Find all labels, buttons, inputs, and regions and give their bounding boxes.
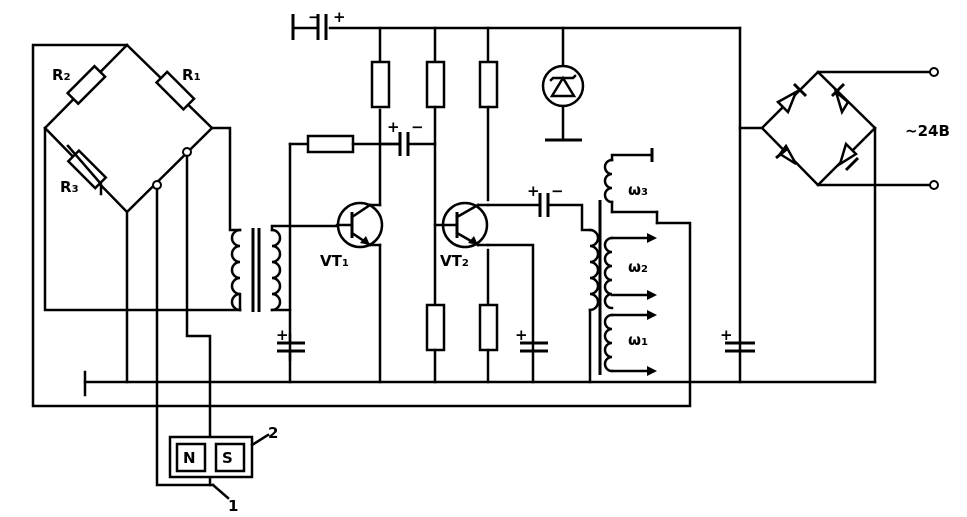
capacitor-c4 (486, 193, 592, 232)
c2-minus: − (411, 118, 424, 136)
diode-bridge-rectifier (760, 67, 939, 384)
output-transformer (588, 148, 659, 384)
magnet-n-label: N (183, 449, 196, 467)
csup-plus: + (333, 8, 346, 26)
resistance-bridge (43, 43, 242, 487)
callout-1: 1 (228, 497, 238, 515)
capacitor-c1 (277, 333, 305, 362)
magnet-s-label: S (222, 449, 233, 467)
callout-2: 2 (268, 424, 278, 442)
capacitor-supply-top (291, 14, 328, 40)
label-w3: ω3 (628, 181, 648, 199)
cf-plus: + (720, 326, 733, 344)
c3-plus: + (515, 326, 528, 344)
label-w2: ω2 (628, 258, 648, 276)
label-vt1: VT1 (320, 252, 349, 270)
c1-plus: + (276, 326, 289, 344)
transistor-vt1 (335, 108, 384, 384)
bridge-resistor-r2 (65, 64, 107, 106)
collector-resistors (370, 26, 499, 384)
label-r3: R3 (60, 178, 79, 196)
bias-resistor (306, 134, 355, 154)
capacitor-c2 (378, 132, 437, 156)
transistor-vt2 (433, 201, 535, 384)
c2-plus: + (387, 118, 400, 136)
thermistor-r3 (66, 144, 108, 196)
c4-plus: + (527, 182, 540, 200)
label-r1: R1 (182, 66, 201, 84)
c4-minus: − (551, 182, 564, 200)
label-vt2: VT2 (440, 252, 469, 270)
coupling-transformer (230, 224, 339, 312)
permanent-magnet-ns (168, 433, 270, 500)
capacitor-filter (725, 341, 755, 353)
csup-minus: − (308, 8, 321, 26)
frame-wires (31, 26, 877, 408)
label-r2: R2 (52, 66, 71, 84)
label-w1: ω1 (628, 331, 648, 349)
supply-label: ~24В (905, 122, 950, 140)
bridge-resistor-r1 (154, 70, 196, 112)
capacitor-c3 (520, 341, 548, 353)
zener-diode (541, 26, 585, 142)
